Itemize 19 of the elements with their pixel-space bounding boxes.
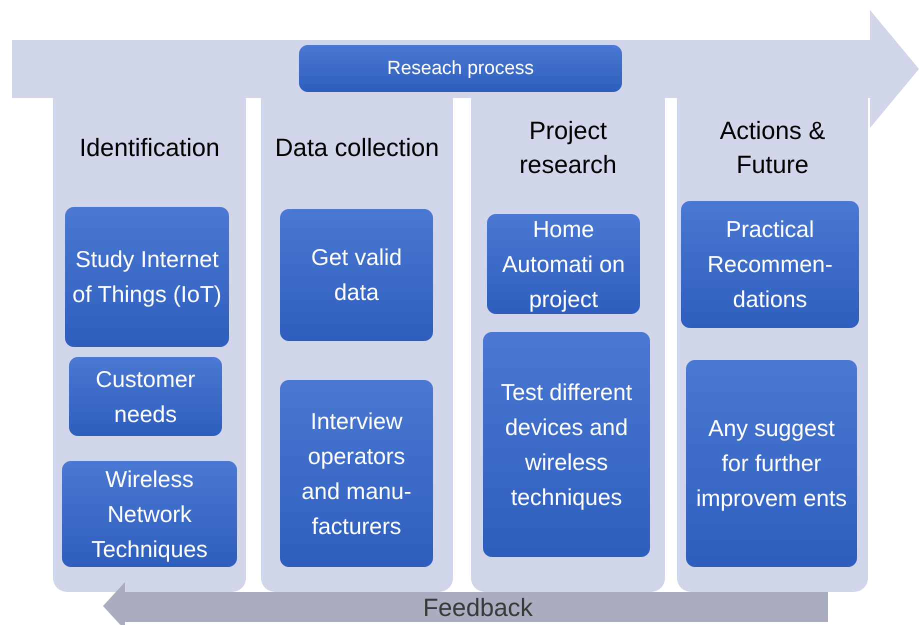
process-box: Practical Recommen- dations xyxy=(681,201,859,328)
column-panel xyxy=(677,98,868,592)
column-heading: Project research xyxy=(518,116,618,181)
process-box: Home Automati on project xyxy=(487,214,640,314)
column-panel xyxy=(471,98,665,592)
process-box: Test different devices and wireless techniques xyxy=(483,332,650,557)
process-box: Interview operators and manu- facturers xyxy=(280,380,433,567)
process-box: Get valid data xyxy=(280,209,433,341)
feedback-arrow: Feedback xyxy=(103,582,828,625)
column-heading: Identification xyxy=(78,133,221,164)
process-box: Customer needs xyxy=(69,357,222,436)
process-box: Wireless Network Techniques xyxy=(62,461,237,567)
column-panel xyxy=(261,98,453,592)
process-box: Study Internet of Things (IoT) xyxy=(65,207,229,347)
column-heading: Actions & Future xyxy=(718,116,826,181)
column-heading: Data collection xyxy=(274,133,440,164)
process-box: Any suggest for further improvem ents xyxy=(686,360,857,567)
column-panel xyxy=(53,98,246,592)
title-box: Reseach process xyxy=(299,45,622,92)
